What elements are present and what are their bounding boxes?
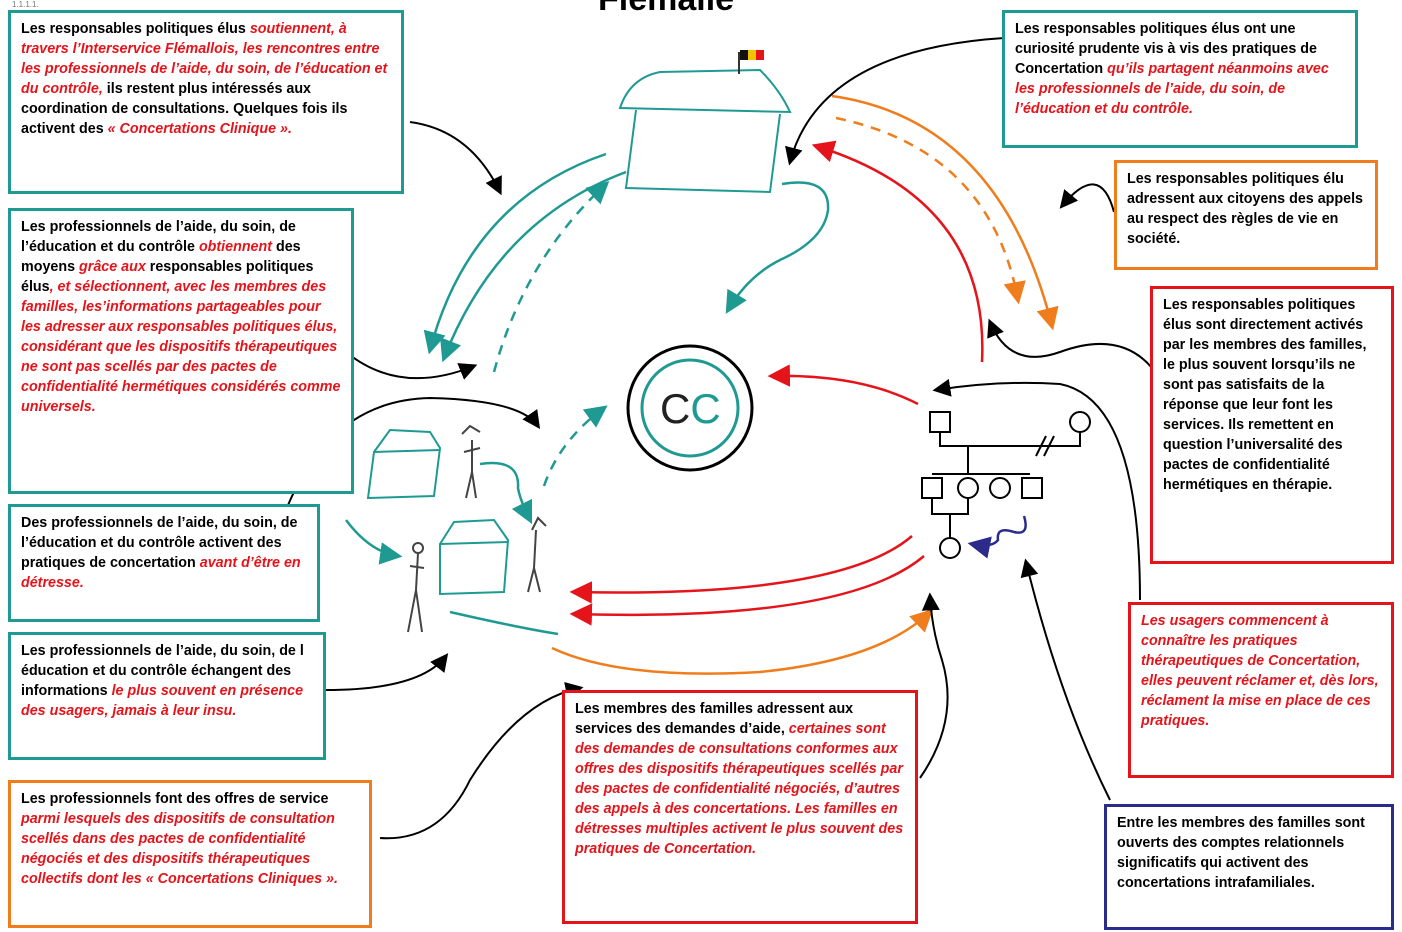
body-text: Les responsables politiques élus ont une… bbox=[1015, 21, 1317, 77]
town-hall-sketch bbox=[618, 52, 792, 194]
body-text: Les membres des familles adressent aux s… bbox=[575, 701, 854, 737]
highlight-text: qu’ils partagent néanmoins avec les prof… bbox=[1015, 61, 1329, 117]
box-professionals-obtain-means: Les professionnels de l’aide, du soin, d… bbox=[8, 208, 354, 494]
highlight-text: soutiennent, à travers l’Interservice Fl… bbox=[21, 21, 388, 97]
body-text: ils restent plus intéressés aux coordina… bbox=[21, 81, 348, 137]
body-text: Entre les membres des familles sont ouve… bbox=[1117, 815, 1365, 891]
body-text: Les responsables politiques élus bbox=[21, 21, 250, 37]
box-family-accounts: Entre les membres des familles sont ouve… bbox=[1104, 804, 1394, 930]
stick-figures bbox=[407, 424, 547, 633]
highlight-text: certaines sont des demandes de consultat… bbox=[575, 721, 904, 857]
highlight-text: grâce aux bbox=[79, 259, 146, 275]
body-text: des moyens bbox=[21, 239, 301, 275]
cc-circle bbox=[626, 344, 754, 472]
box-users-claim: Les usagers commencent à connaître les p… bbox=[1128, 602, 1394, 778]
box-politicians-activated: Les responsables politiques élus sont di… bbox=[1150, 286, 1394, 564]
body-text: Les responsables politiques élus sont di… bbox=[1163, 297, 1367, 493]
box-professionals-offers: Les professionnels font des offres de se… bbox=[8, 780, 372, 928]
flag-icon bbox=[740, 50, 764, 60]
highlight-text: , et sélectionnent, avec les membres des… bbox=[21, 279, 341, 415]
body-text: Les professionnels font des offres de se… bbox=[21, 791, 329, 807]
page-title: Flémalle bbox=[598, 0, 734, 19]
professionals-sketch bbox=[366, 428, 510, 596]
box-elected-politicians-support: Les responsables politiques élus soutien… bbox=[8, 10, 404, 194]
highlight-text: parmi lesquels des dispositifs de consul… bbox=[21, 811, 338, 887]
box-professionals-concertation: Des professionnels de l’aide, du soin, d… bbox=[8, 504, 320, 622]
highlight-text: « Concertations Clinique ». bbox=[107, 121, 292, 137]
box-politicians-citizens: Les responsables politiques élu adressen… bbox=[1114, 160, 1378, 270]
top-marker: 1.1.1.1. bbox=[12, 0, 39, 9]
body-text: Les professionnels de l’aide, du soin, d… bbox=[21, 643, 304, 699]
highlight-text: obtiennent bbox=[198, 239, 272, 255]
highlight-text: le plus souvent en présence des usagers,… bbox=[21, 683, 304, 719]
box-families-requests: Les membres des familles adressent aux s… bbox=[562, 690, 918, 924]
box-professionals-exchange: Les professionnels de l’aide, du soin, d… bbox=[8, 632, 326, 760]
cc-label: CC bbox=[660, 385, 721, 433]
highlight-text: Les usagers commencent à connaître les p… bbox=[1141, 613, 1379, 729]
body-text: responsables politiques élus bbox=[21, 259, 314, 295]
body-text: Les professionnels de l’aide, du soin, d… bbox=[21, 219, 296, 255]
body-text: Les responsables politiques élu adressen… bbox=[1127, 171, 1364, 247]
cc-letter-second: C bbox=[690, 385, 721, 432]
body-text: Des professionnels de l’aide, du soin, d… bbox=[21, 515, 298, 571]
teal-small-arrows bbox=[345, 461, 533, 565]
highlight-text: avant d’être en détresse. bbox=[21, 555, 301, 591]
cc-letter-first: C bbox=[660, 385, 691, 432]
box-politicians-curiosity: Les responsables politiques élus ont une… bbox=[1002, 10, 1358, 148]
family-genogram bbox=[921, 411, 1091, 559]
